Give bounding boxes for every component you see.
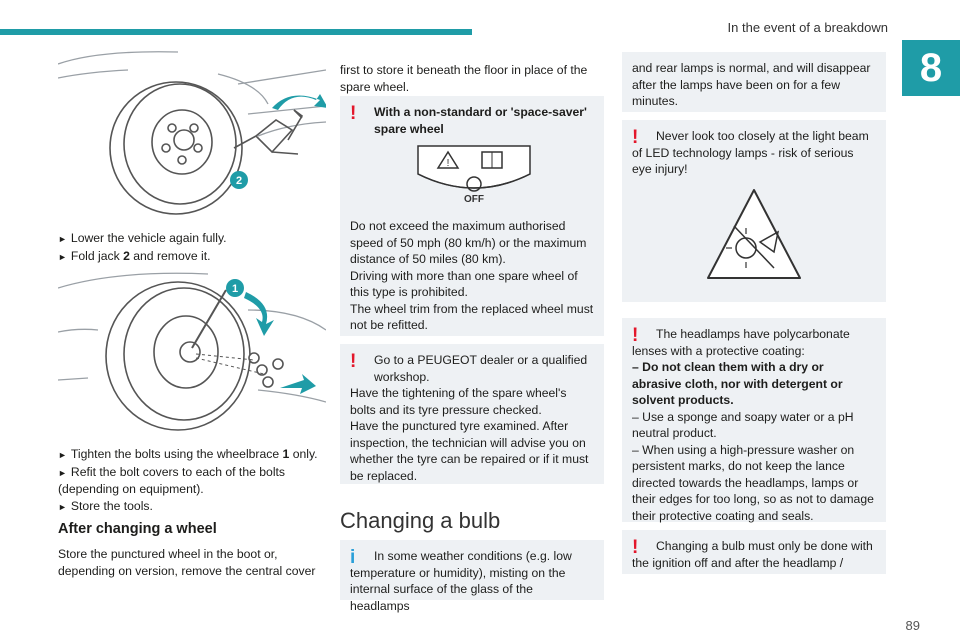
warning-poly-rest: – Use a sponge and soapy water or a pH n…	[632, 409, 874, 523]
warning-poly-first: The headlamps have polycarbonate lenses …	[632, 327, 850, 358]
space-saver-label-icon: ! OFF	[417, 145, 531, 205]
steps-lower-vehicle: ►Lower the vehicle again fully. ►Fold ja…	[58, 231, 227, 263]
exclamation-mark-icon: !	[350, 103, 357, 124]
insert-arrow-icon	[280, 374, 316, 394]
jack-folding-illustration: 2	[58, 51, 326, 215]
exclamation-mark-icon: !	[632, 325, 639, 346]
warning-led-text: Never look too closely at the light beam…	[632, 129, 869, 176]
info-box-misting: i In some weather conditions (e.g. low t…	[340, 540, 604, 613]
warning-dealer-first: Go to a PEUGEOT dealer or a qualified wo…	[374, 353, 588, 384]
heading-changing-bulb: Changing a bulb	[340, 508, 501, 533]
page-header-title: In the event of a breakdown	[727, 20, 888, 35]
exclamation-mark-icon: !	[632, 127, 639, 148]
warning-title: With a non-standard or 'space-saver' spa…	[374, 105, 587, 136]
warning-dealer-rest: Have the tightening of the spare wheel's…	[350, 386, 589, 483]
chapter-tab: 8	[902, 40, 960, 96]
after-changing-text: Store the punctured wheel in the boot or…	[58, 547, 316, 578]
warning-box-bulb: ! Changing a bulb must only be done with…	[622, 530, 886, 574]
exclamation-mark-icon: !	[350, 351, 357, 372]
warning-box-space-saver: ! With a non-standard or 'space-saver' s…	[340, 96, 604, 336]
info-text: In some weather conditions (e.g. low tem…	[350, 549, 572, 613]
callout-1-icon	[226, 279, 244, 297]
arrow-icon	[272, 94, 326, 110]
wheelbrace-illustration: 1	[58, 272, 326, 431]
info-continued-text: and rear lamps is normal, and will disap…	[632, 61, 871, 108]
svg-text:1: 1	[232, 283, 238, 295]
warning-box-dealer: ! Go to a PEUGEOT dealer or a qualified …	[340, 344, 604, 484]
info-box-continued: and rear lamps is normal, and will disap…	[622, 52, 886, 112]
page-number: 89	[905, 618, 920, 633]
svg-text:OFF: OFF	[464, 194, 484, 205]
led-warning-icon	[707, 189, 801, 279]
steps-tighten-bolts: ►Tighten the bolts using the wheelbrace …	[58, 447, 318, 513]
warning-box-polycarbonate: ! The headlamps have polycarbonate lense…	[622, 318, 886, 523]
warning-box-led: ! Never look too closely at the light be…	[622, 120, 886, 302]
heading-after-changing-wheel: After changing a wheel	[58, 521, 217, 537]
warning-text: Do not exceed the maximum authorised spe…	[350, 219, 594, 332]
warning-bulb-text: Changing a bulb must only be done with t…	[632, 539, 873, 570]
warning-poly-bold: – Do not clean them with a dry or abrasi…	[632, 360, 843, 407]
callout-2-icon	[230, 171, 248, 189]
svg-text:!: !	[447, 158, 450, 169]
warning-triangle-icon	[436, 150, 460, 169]
info-mark-icon: i	[350, 547, 356, 568]
svg-text:2: 2	[236, 175, 242, 187]
exclamation-mark-icon: !	[632, 537, 639, 558]
rotate-arrow-icon	[244, 292, 274, 336]
intro-text: first to store it beneath the floor in p…	[340, 63, 588, 94]
header-accent-bar	[0, 29, 472, 35]
